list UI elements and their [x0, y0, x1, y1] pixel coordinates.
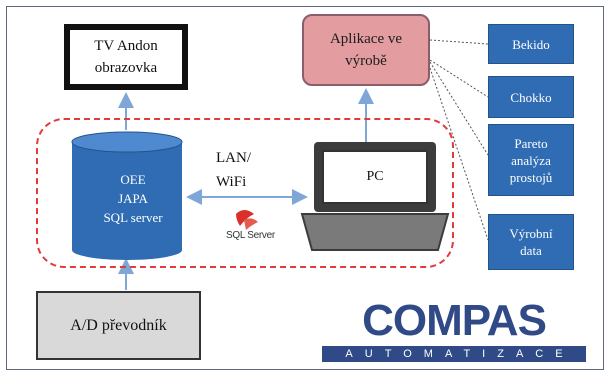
side-box-label: Pareto — [514, 135, 548, 151]
side-box-vyrobni-data: Výrobní data — [488, 214, 574, 270]
db-line1: OEE — [120, 172, 146, 187]
compas-logo-subtitle: AUTOMATIZACE — [322, 346, 586, 362]
side-box-label: analýza — [511, 152, 551, 168]
side-box-bekido: Bekido — [488, 24, 574, 64]
tv-andon-screen: TV Andon obrazovka — [64, 24, 188, 90]
db-line2: JAPA — [118, 191, 148, 206]
pc-screen: PC — [322, 150, 428, 204]
compas-logo: COMPAS — [362, 296, 547, 345]
network-label: LAN/ WiFi — [216, 146, 251, 194]
db-line3: SQL server — [103, 210, 163, 225]
ad-converter-box: A/D převodník — [36, 291, 201, 360]
side-box-label: Bekido — [512, 36, 550, 52]
app-line1: Aplikace ve — [329, 31, 403, 47]
sql-server-logo-icon — [236, 210, 258, 230]
fan-lines — [429, 39, 489, 241]
production-app-box: Aplikace ve výrobě — [302, 14, 430, 86]
side-box-label: prostojů — [509, 169, 553, 185]
database-label: OEE JAPA SQL server — [82, 170, 184, 227]
side-box-label: data — [520, 243, 542, 258]
tv-line2: obrazovka — [94, 60, 158, 76]
side-box-label: Výrobní — [509, 226, 553, 241]
sql-server-logo-text: SQL Server — [226, 230, 275, 241]
tv-line1: TV Andon — [94, 38, 158, 54]
ad-label: A/D převodník — [70, 316, 167, 334]
network-dashed-region — [36, 118, 454, 268]
pc-label: PC — [366, 169, 384, 184]
side-box-pareto: Pareto analýza prostojů — [488, 124, 574, 196]
side-box-chokko: Chokko — [488, 76, 574, 118]
database-cylinder — [71, 131, 183, 260]
side-box-label: Chokko — [510, 89, 552, 105]
network-line2: WiFi — [216, 174, 247, 190]
network-line1: LAN/ — [216, 150, 251, 166]
app-line2: výrobě — [345, 53, 387, 69]
